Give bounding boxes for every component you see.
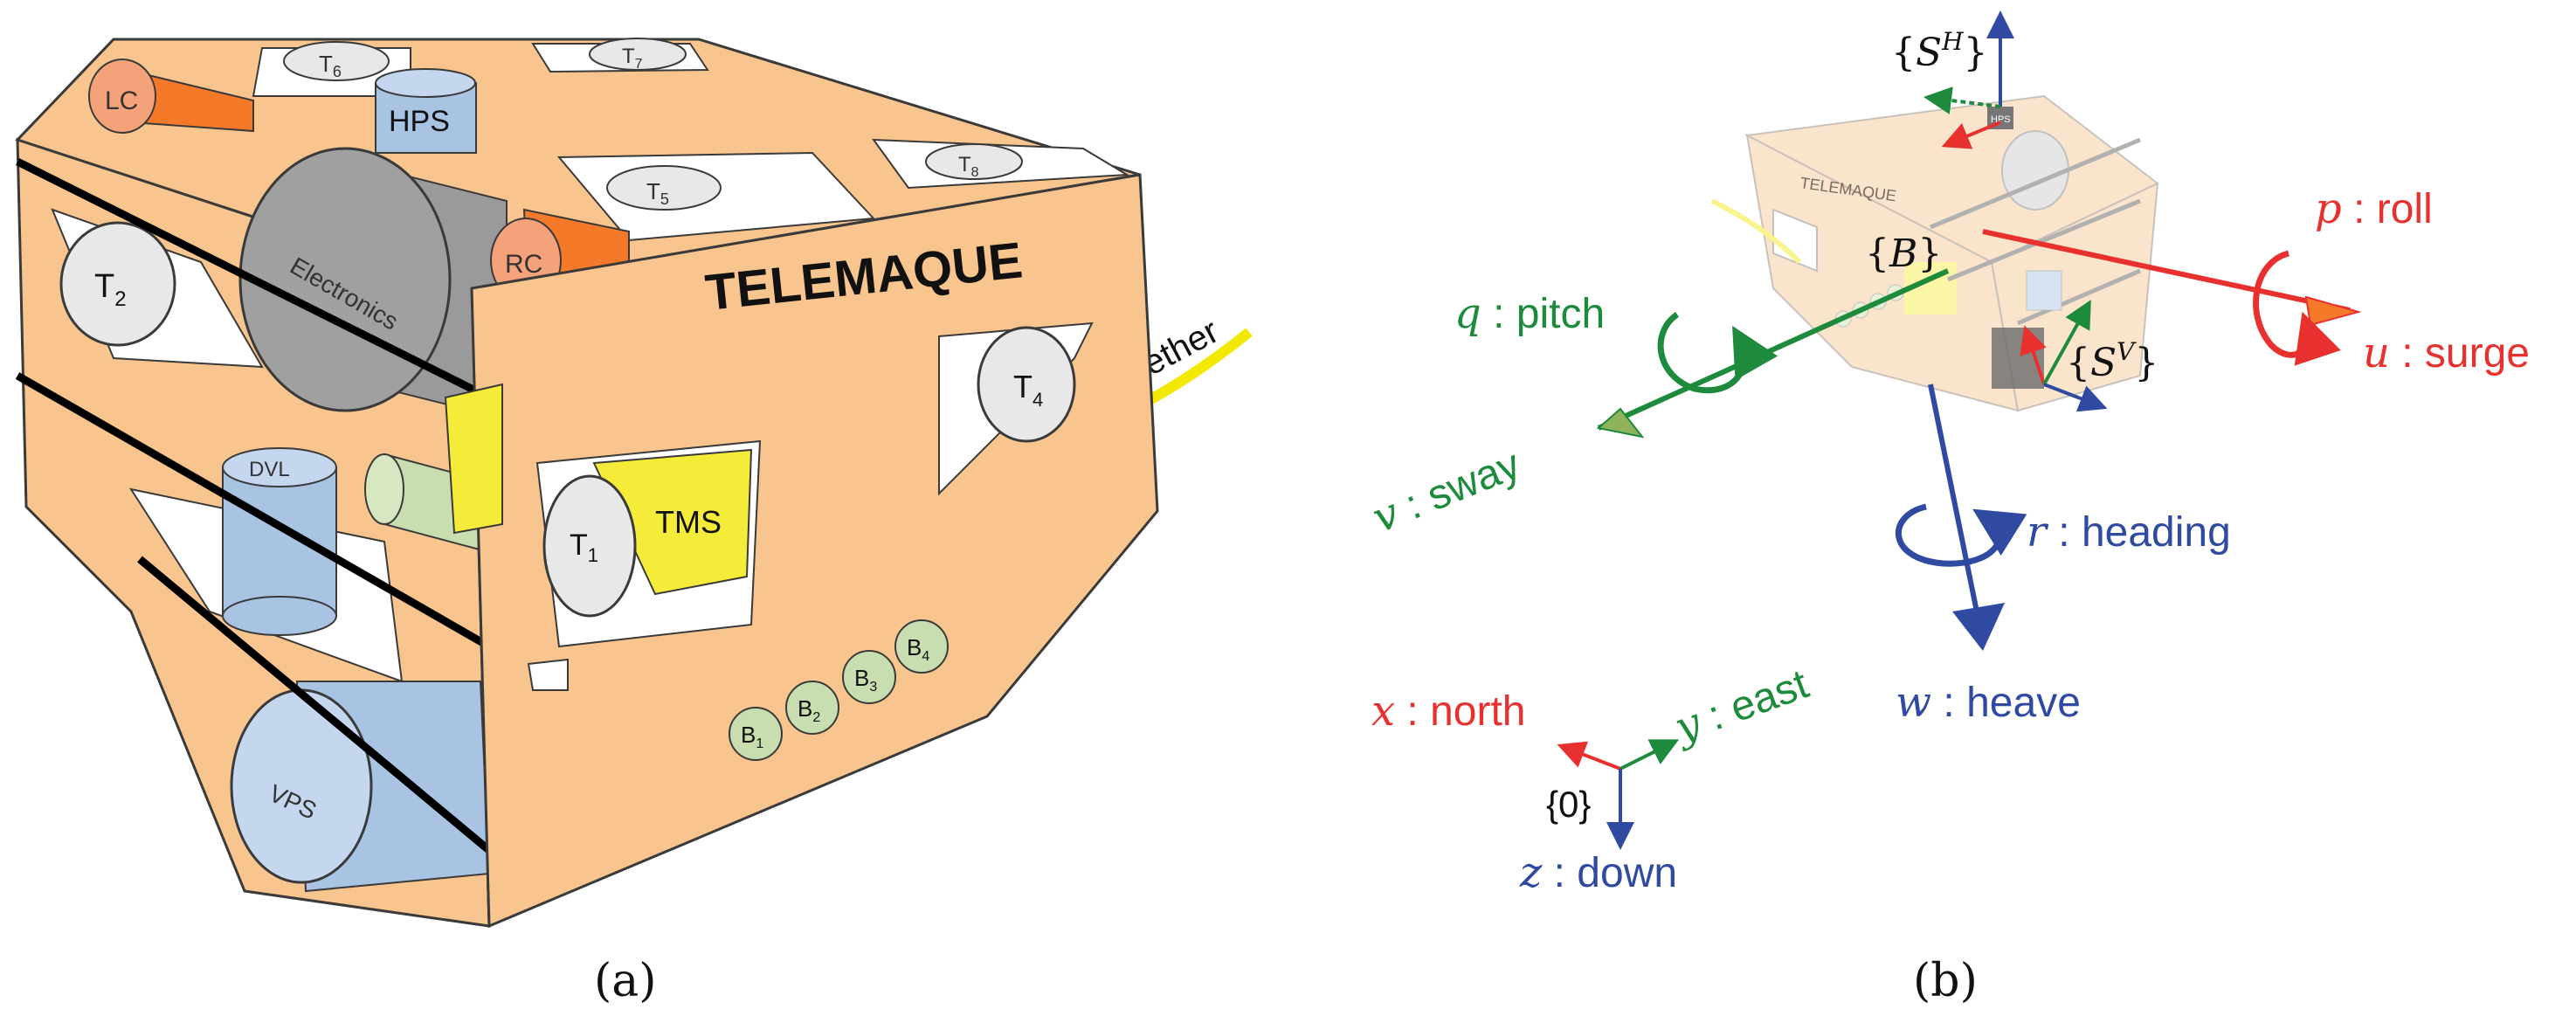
tms-yellow-back (444, 383, 503, 535)
t5-thruster (606, 165, 722, 211)
sv-axis-green (2042, 300, 2091, 385)
east-label: y : east (1667, 660, 1814, 753)
sv-axis-red (2020, 325, 2047, 385)
t6-thruster (283, 41, 390, 81)
t2-thruster (59, 221, 176, 347)
panel-a-vehicle-drawing: Tether Electronics LC RC HPS T2 (15, 38, 1253, 929)
t1-label: T1 (570, 529, 598, 566)
lc-label: LC (105, 86, 138, 115)
battery-b3 (842, 650, 896, 704)
rc-label: RC (505, 250, 542, 279)
frame-sv-label: {SV} (2066, 337, 2158, 385)
sh-axis-green (1923, 86, 2001, 114)
t7-label: T7 (622, 45, 643, 72)
faded-vehicle (1710, 94, 2159, 412)
dvl-cylinder (222, 467, 337, 617)
sway-label: v : sway (1366, 439, 1528, 543)
east-axis (1619, 739, 1680, 771)
vps-cylinder (230, 688, 373, 884)
sway-arrow-cone (1596, 407, 1645, 439)
electronics-cylinder (238, 147, 452, 412)
origin-label: {0} (1546, 784, 1591, 825)
battery-b1 (729, 707, 783, 761)
lc-cap (88, 59, 156, 134)
t7-thruster (589, 38, 687, 71)
roll-label: p : roll (2315, 184, 2433, 233)
battery-b2-label: B2 (798, 695, 820, 725)
battery-b2 (785, 681, 839, 735)
front-window-small (527, 658, 569, 691)
t1-thruster (542, 474, 637, 618)
pitch-label: q : pitch (1454, 289, 1605, 338)
battery-b4 (894, 619, 949, 674)
battery-b3-label: B3 (854, 665, 877, 695)
hps-top (375, 68, 476, 98)
battery-b4-label: B4 (907, 634, 929, 664)
rail-2 (15, 372, 492, 650)
t8-label: T8 (958, 153, 979, 180)
heave-axis (1928, 384, 1981, 621)
frame-b-label: {B} (1865, 232, 1942, 276)
hps-label: HPS (389, 105, 450, 138)
dvl-bottom (222, 596, 337, 636)
north-label: x : north (1371, 687, 1526, 736)
t2-label: T2 (94, 268, 127, 311)
panel-b-frames-diagram: TELEMAQUE HPS {SH} {B} p : roll u : surg… (1366, 10, 2530, 897)
rail-1 (15, 157, 509, 411)
surge-axis (1982, 229, 2351, 313)
roll-rotation-icon (2253, 250, 2341, 366)
rail-3 (137, 556, 509, 868)
tms-label: TMS (655, 504, 722, 540)
dvl-label: DVL (249, 458, 290, 481)
t4-thruster (977, 326, 1076, 443)
sh-axis-red (1941, 121, 2001, 149)
dvl-top (222, 447, 337, 487)
pitch-rotation-icon (1657, 312, 1778, 394)
heading-label: r : heading (2027, 508, 2231, 556)
green-tube-cap (364, 453, 404, 525)
north-axis (1557, 741, 1621, 771)
caption-b: (b) (1913, 955, 1978, 1007)
t8-thruster (925, 143, 1023, 180)
heave-arrow-cone (1952, 603, 2005, 651)
caption-a: (a) (594, 955, 657, 1007)
down-label: z : down (1519, 848, 1677, 897)
heading-rotation-icon (1895, 503, 2027, 567)
surge-label: u : surge (2363, 328, 2530, 377)
sv-axis-blue (2043, 383, 2108, 412)
heave-label: w : heave (1896, 678, 2081, 727)
t6-label: T6 (319, 51, 342, 80)
frame-sh-label: {SH} (1891, 27, 1988, 75)
t4-label: T4 (1013, 369, 1043, 411)
hps-small-label: HPS (1991, 114, 2011, 125)
surge-arrow-cone (2304, 295, 2362, 327)
t5-label: T5 (646, 178, 669, 208)
battery-b1-label: B1 (741, 722, 763, 751)
